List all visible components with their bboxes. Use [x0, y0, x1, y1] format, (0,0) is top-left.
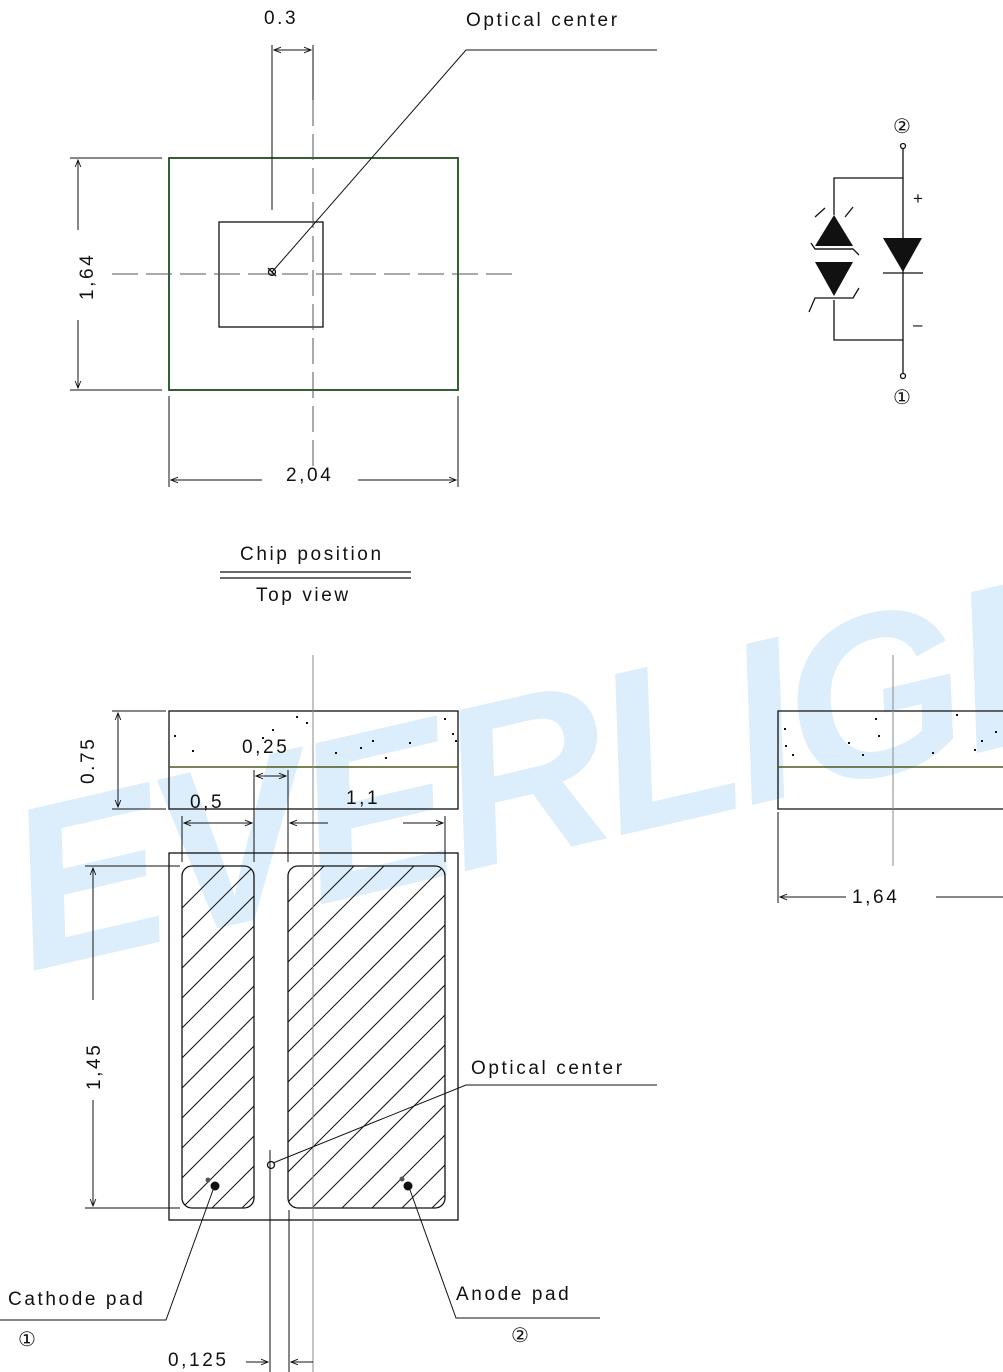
bottom-optical-center-marker: [266, 1160, 276, 1170]
zener-lower-symbol: [815, 262, 853, 296]
plus-sign: +: [913, 189, 924, 208]
dim-center-offset: 0,125: [168, 1350, 229, 1371]
dim-package-depth: 1,64: [852, 887, 899, 908]
pin-2-label: ②: [893, 114, 911, 138]
side-view-right: 1,64: [777, 655, 1003, 908]
top-view: Optical center 0.3 1,64 2,04 Chip positi…: [70, 8, 657, 606]
bottom-optical-center-leader: [272, 1084, 657, 1164]
dim-package-height: 1,64: [77, 253, 98, 300]
anode-pad-label: Anode pad: [456, 1284, 571, 1305]
schematic: ② ① + –: [808, 114, 924, 409]
dim-package-thickness: 0.75: [78, 737, 99, 784]
minus-sign: –: [913, 315, 924, 334]
cathode-pad: [181, 865, 255, 1209]
optical-center-leader: [271, 49, 657, 273]
anode-pad: [287, 865, 446, 1209]
pin-1-label: ①: [893, 385, 911, 409]
dim-cathode-width: 0,5: [190, 792, 224, 813]
cathode-pad-hatching: [182, 866, 254, 1208]
dim-pad-gap: 0,25: [242, 737, 289, 758]
led-diode-symbol: [883, 238, 922, 272]
dim-package-width: 2,04: [286, 465, 333, 486]
bottom-optical-center-label: Optical center: [471, 1058, 625, 1079]
zener-upper-symbol: [815, 215, 853, 246]
cathode-pad-label: Cathode pad: [8, 1289, 145, 1310]
anode-pin-number: ②: [511, 1323, 529, 1347]
dim-optical-offset: 0.3: [264, 8, 298, 29]
bottom-view: Optical center 0,25 0,5 1,1 1,45 Cathode…: [0, 737, 657, 1372]
cathode-pin-number: ①: [18, 1327, 36, 1351]
watermark: EVERLIGHT: [0, 480, 1003, 1019]
anode-marker-dot: [403, 1181, 413, 1191]
optical-center-label: Optical center: [466, 10, 620, 31]
cathode-marker-dot: [210, 1181, 220, 1191]
caption-top-view: Top view: [256, 585, 351, 606]
dim-anode-width: 1,1: [346, 788, 380, 809]
caption-chip-position: Chip position: [240, 544, 384, 565]
dim-pad-height: 1,45: [84, 1043, 105, 1090]
optical-center-marker: [267, 267, 277, 277]
